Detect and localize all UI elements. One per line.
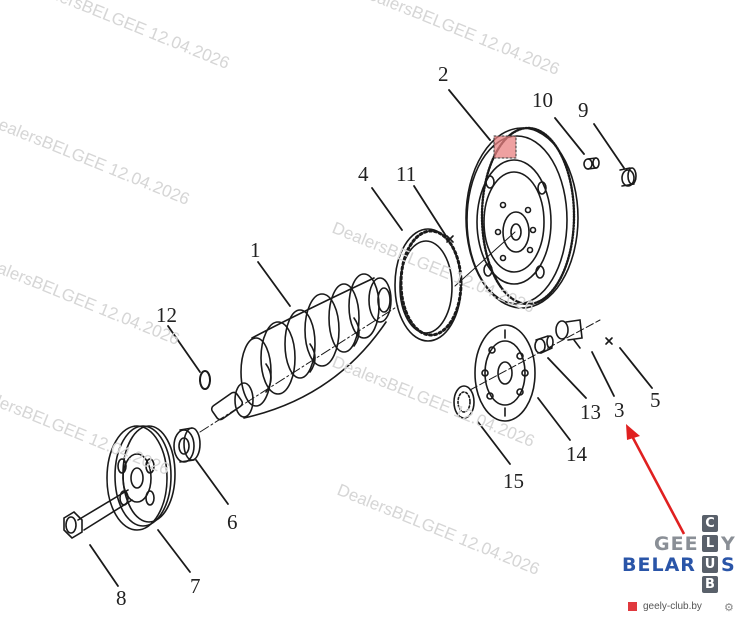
logo-cell-u: U bbox=[702, 556, 718, 573]
leader-lines bbox=[89, 89, 653, 587]
callout-12[interactable]: 12 bbox=[156, 303, 177, 327]
bolt-part-8[interactable] bbox=[63, 489, 133, 540]
callout-4[interactable]: 4 bbox=[358, 162, 369, 186]
logo-word-y: Y bbox=[721, 533, 736, 555]
washer-part-15[interactable] bbox=[453, 385, 475, 419]
callout-5[interactable]: 5 bbox=[650, 388, 661, 412]
logo-word-belar: BELAR bbox=[622, 554, 696, 576]
oring-part-12[interactable] bbox=[199, 370, 211, 390]
red-arrow bbox=[626, 424, 686, 535]
dowel-part-10[interactable] bbox=[583, 157, 600, 170]
flywheel-part-2[interactable] bbox=[465, 126, 579, 309]
bolt-part-13[interactable] bbox=[534, 335, 554, 354]
callout-11[interactable]: 11 bbox=[396, 162, 417, 186]
callout-2[interactable]: 2 bbox=[438, 62, 449, 86]
callout-7[interactable]: 7 bbox=[190, 574, 201, 598]
callout-10[interactable]: 10 bbox=[532, 88, 553, 112]
callout-14[interactable]: 14 bbox=[566, 442, 587, 466]
drive-plate-part-14[interactable] bbox=[474, 324, 536, 422]
site-favicon-icon bbox=[628, 602, 637, 611]
callout-13[interactable]: 13 bbox=[580, 400, 601, 424]
reluctor-ring-part-4[interactable] bbox=[394, 228, 463, 342]
assembly-axis-line-3 bbox=[469, 319, 601, 391]
bolt-part-9[interactable] bbox=[619, 167, 637, 187]
callout-9[interactable]: 9 bbox=[578, 98, 589, 122]
callout-15[interactable]: 15 bbox=[503, 469, 524, 493]
logo-cell-b: B bbox=[702, 576, 718, 593]
logo-cell-l: L bbox=[702, 535, 718, 552]
callout-6[interactable]: 6 bbox=[227, 510, 238, 534]
marker-part-11 bbox=[446, 235, 454, 243]
logo-cell-c: C bbox=[702, 515, 718, 532]
site-link-label[interactable]: geely-club.by bbox=[643, 601, 702, 612]
callout-8[interactable]: 8 bbox=[116, 586, 127, 610]
assembly-axis-line-2 bbox=[454, 231, 516, 287]
site-link[interactable]: geely-club.by bbox=[628, 601, 702, 612]
pulley-part-7[interactable] bbox=[106, 425, 176, 531]
assembly-axis-line bbox=[199, 305, 399, 433]
sensor-part-3[interactable] bbox=[555, 319, 583, 349]
logo-word-geely: GEE bbox=[654, 533, 699, 555]
callout-3[interactable]: 3 bbox=[614, 398, 625, 422]
callout-1[interactable]: 1 bbox=[250, 238, 261, 262]
bearing-part-6[interactable] bbox=[173, 427, 201, 463]
highlight-marker bbox=[493, 135, 517, 159]
logo-word-s: S bbox=[721, 554, 736, 576]
share-icon[interactable]: ⚙ bbox=[724, 601, 734, 614]
crankshaft-part-1[interactable] bbox=[210, 273, 392, 421]
marker-part-5 bbox=[605, 337, 613, 345]
